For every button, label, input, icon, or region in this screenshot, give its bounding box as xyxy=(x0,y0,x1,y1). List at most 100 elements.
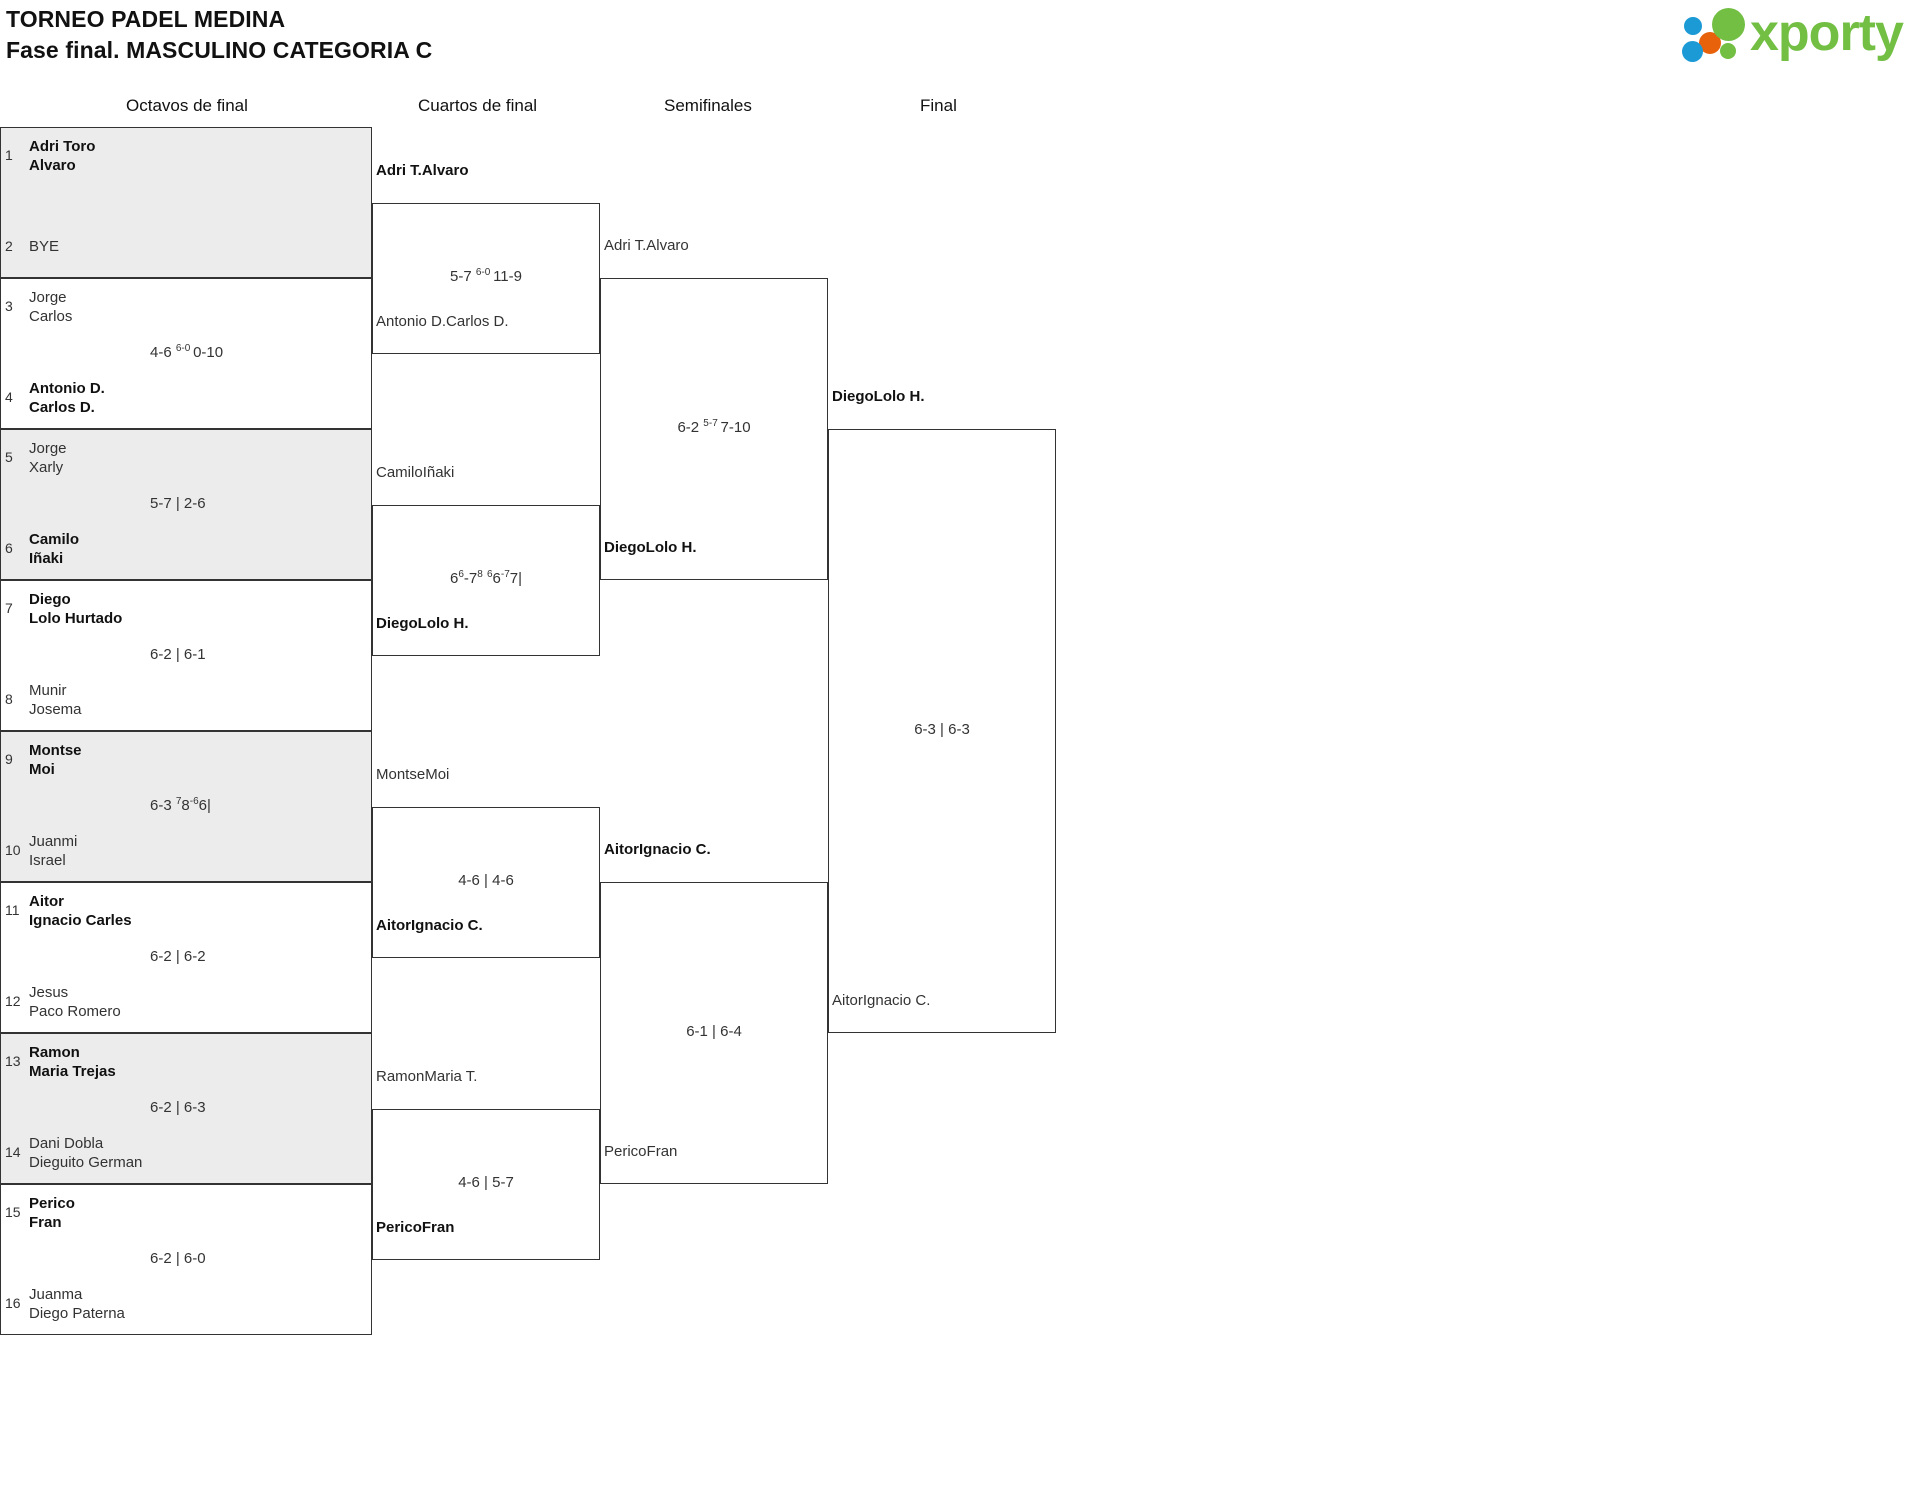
octavos-seed-12: 12 xyxy=(5,993,21,1009)
entrant-name-2: Iñaki xyxy=(422,463,455,481)
entrant-name-1: Perico xyxy=(604,1143,647,1160)
cuartos-score-1: 5-7 6-0 11-9 xyxy=(449,267,522,286)
entrant-name-2: Maria T. xyxy=(424,1067,478,1085)
entrant-name-1: Adri T. xyxy=(376,161,422,179)
final-team-2[interactable]: AitorIgnacio C. xyxy=(832,991,930,1010)
entrant-name-2: Fran xyxy=(646,1143,678,1160)
octavos-seed-6: 6 xyxy=(5,540,13,556)
octavos-match-box-1[interactable] xyxy=(0,127,372,278)
team-name-1: Jorge xyxy=(29,289,67,306)
entrant-name-1: Perico xyxy=(376,1218,422,1236)
logo-dot-blue-bottom-icon xyxy=(1682,41,1703,62)
cuartos-score-4: 4-6 | 5-7 xyxy=(458,1174,514,1191)
cuartos-match-box-4[interactable] xyxy=(372,1108,600,1260)
logo-dots-icon xyxy=(1682,5,1754,62)
semifinal-score-1: 6-2 5-7 7-10 xyxy=(677,418,751,437)
team-name-2: Paco Romero xyxy=(29,1003,121,1020)
entrant-name-2: Fran xyxy=(421,1218,455,1236)
semifinal-team-3[interactable]: AitorIgnacio C. xyxy=(604,840,711,859)
cuartos-team-4[interactable]: DiegoLolo H. xyxy=(376,614,469,633)
entrant-name-1: Diego xyxy=(604,539,646,556)
entrant-name-2: Carlos D. xyxy=(446,312,509,330)
team-name-2: Ignacio Carles xyxy=(29,912,132,929)
team-name-1: Perico xyxy=(29,1195,75,1212)
team-name-1: Aitor xyxy=(29,893,64,910)
entrant-name-2: Moi xyxy=(425,765,450,783)
entrant-name-1: Diego xyxy=(832,388,874,405)
cuartos-team-2[interactable]: Antonio D.Carlos D. xyxy=(376,312,509,331)
cuartos-team-8[interactable]: PericoFran xyxy=(376,1218,454,1237)
cuartos-team-5[interactable]: MontseMoi xyxy=(376,765,449,784)
octavos-score-5: 6-3 78-66| xyxy=(150,795,211,814)
octavos-match-box-2[interactable] xyxy=(0,278,372,429)
cuartos-score-2: 66-78 66-77| xyxy=(449,569,523,588)
cuartos-team-1[interactable]: Adri T.Alvaro xyxy=(376,161,469,180)
octavos-score-7: 6-2 | 6-3 xyxy=(150,1098,206,1116)
team-name-1: Antonio D. xyxy=(29,380,105,397)
logo-dot-blue-top-icon xyxy=(1684,17,1702,35)
entrant-name-1: Camilo xyxy=(376,463,423,481)
octavos-bye-label: BYE xyxy=(29,238,60,255)
entrant-name-1: Antonio D. xyxy=(376,312,447,330)
round-header-final: Final xyxy=(920,96,957,115)
octavos-team-4[interactable]: Antonio D.Carlos D. xyxy=(29,379,105,417)
octavos-seed-2: 2 xyxy=(5,238,13,254)
page-header: TORNEO PADEL MEDINA Fase final. MASCULIN… xyxy=(0,0,1920,80)
octavos-seed-9: 9 xyxy=(5,751,13,767)
team-name-2: Dieguito German xyxy=(29,1154,143,1171)
octavos-score-4: 6-2 | 6-1 xyxy=(150,645,206,663)
octavos-seed-3: 3 xyxy=(5,298,13,314)
title-block: TORNEO PADEL MEDINA Fase final. MASCULIN… xyxy=(6,4,432,66)
octavos-match-box-3[interactable] xyxy=(0,429,372,580)
cuartos-match-box-1[interactable] xyxy=(372,202,600,354)
semifinal-match-box-1[interactable] xyxy=(600,278,828,580)
octavos-score-3: 5-7 | 2-6 xyxy=(150,494,206,512)
final-match-box-1[interactable] xyxy=(828,429,1056,1033)
team-name-2: Xarly xyxy=(29,459,64,476)
final-team-1[interactable]: DiegoLolo H. xyxy=(832,387,925,406)
octavos-score-8: 6-2 | 6-0 xyxy=(150,1249,206,1267)
team-name-1: Munir xyxy=(29,682,67,699)
semifinal-team-2[interactable]: DiegoLolo H. xyxy=(604,538,697,557)
octavos-seed-11: 11 xyxy=(5,902,20,918)
cuartos-team-7[interactable]: RamonMaria T. xyxy=(376,1067,477,1086)
octavos-match-box-8[interactable] xyxy=(0,1184,372,1335)
octavos-match-box-4[interactable] xyxy=(0,580,372,731)
octavos-score-2: 4-6 6-0 0-10 xyxy=(150,342,224,361)
final-score-1: 6-3 | 6-3 xyxy=(914,721,970,738)
semifinal-team-1[interactable]: Adri T.Alvaro xyxy=(604,236,689,255)
semifinal-team-4[interactable]: PericoFran xyxy=(604,1142,677,1161)
team-name-1: Montse xyxy=(29,742,82,759)
team-name-2: Iñaki xyxy=(29,550,64,567)
logo-dot-orange-icon xyxy=(1699,32,1721,54)
cuartos-team-6[interactable]: AitorIgnacio C. xyxy=(376,916,483,935)
octavos-match-box-6[interactable] xyxy=(0,882,372,1033)
octavos-match-box-7[interactable] xyxy=(0,1033,372,1184)
cuartos-match-box-2[interactable] xyxy=(372,504,600,656)
team-name-1: Jesus xyxy=(29,984,69,1001)
octavos-match-box-5[interactable] xyxy=(0,731,372,882)
team-name-2: Lolo Hurtado xyxy=(29,610,123,627)
octavos-seed-10: 10 xyxy=(5,842,21,858)
cuartos-match-box-3[interactable] xyxy=(372,806,600,958)
entrant-name-1: Diego xyxy=(376,614,418,632)
logo-dot-green-small-icon xyxy=(1720,43,1736,59)
cuartos-team-3[interactable]: CamiloIñaki xyxy=(376,463,454,482)
xporty-logo[interactable]: xporty xyxy=(1682,4,1906,62)
team-name-2: Fran xyxy=(29,1214,62,1231)
semifinal-match-box-2[interactable] xyxy=(600,882,828,1184)
